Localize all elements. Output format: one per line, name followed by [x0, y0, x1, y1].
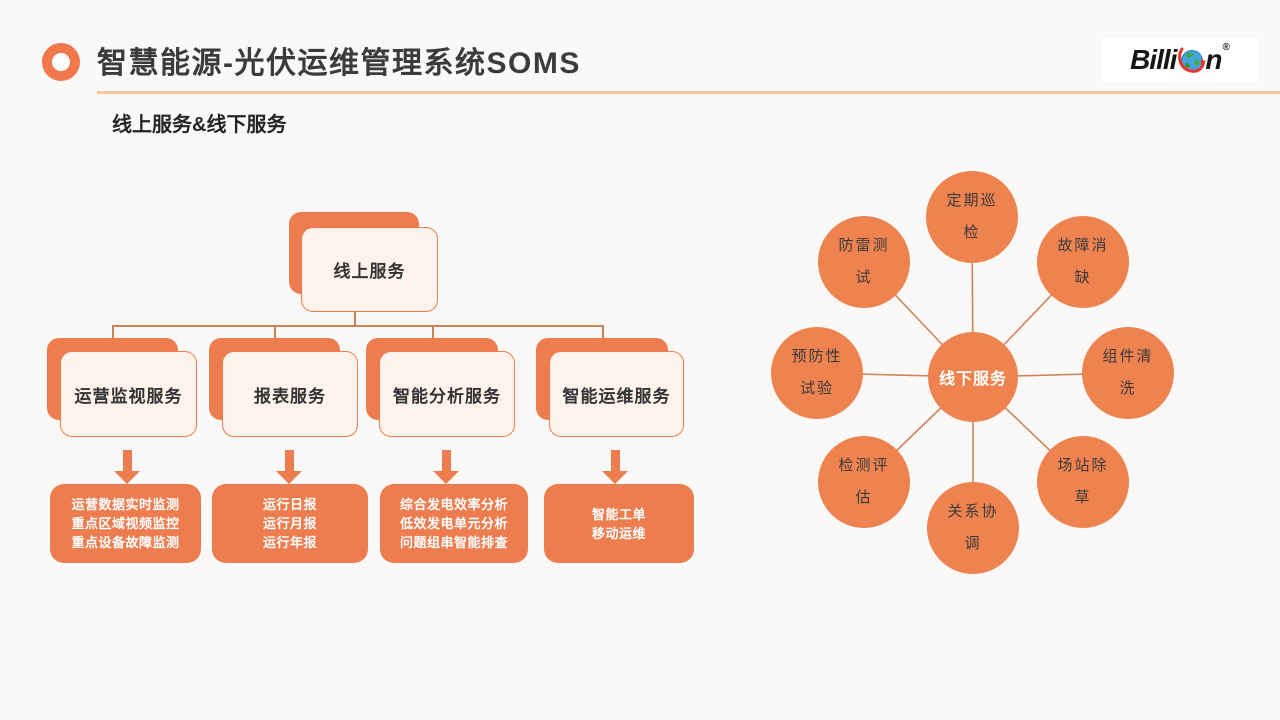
- down-arrow-icon: [433, 450, 459, 484]
- tree-connector-stub-4: [602, 325, 604, 339]
- center-node-offline-services: 线下服务: [928, 332, 1018, 422]
- detail-box-operation-monitoring: 运营数据实时监测 重点区域视频监控 重点设备故障监测: [50, 484, 201, 563]
- satellite-lightning-test: 防雷测 试: [818, 216, 910, 308]
- satellite-site-weeding: 场站除 草: [1037, 436, 1129, 528]
- billion-logo: Billi n ®: [1103, 38, 1257, 82]
- satellite-module-cleaning: 组件清 洗: [1082, 327, 1174, 419]
- detail-text: 运行日报 运行月报 运行年报: [262, 497, 317, 550]
- child-node-label: 报表服务: [254, 386, 326, 406]
- section-subtitle: 线上服务&线下服务: [112, 114, 287, 136]
- child-node-operation-monitoring: 运营监视服务: [60, 351, 197, 437]
- logo-text-left: Billi: [1130, 44, 1177, 75]
- child-node-intelligent-om: 智能运维服务: [549, 351, 684, 437]
- satellite-relationship-coordination: 关系协 调: [927, 482, 1019, 574]
- satellite-periodic-inspection: 定期巡 检: [926, 171, 1018, 263]
- root-node-label: 线上服务: [333, 262, 406, 281]
- satellite-label: 故障消 缺: [1057, 237, 1109, 286]
- child-node-label: 智能分析服务: [393, 386, 501, 406]
- satellite-fault-elimination: 故障消 缺: [1037, 216, 1129, 308]
- child-node-intelligent-analysis: 智能分析服务: [379, 351, 515, 437]
- child-node-label: 运营监视服务: [74, 386, 183, 406]
- child-node-reporting: 报表服务: [222, 351, 358, 437]
- detail-box-intelligent-analysis: 综合发电效率分析 低效发电单元分析 问题组串智能排查: [380, 484, 528, 563]
- detail-text: 运营数据实时监测 重点区域视频监控 重点设备故障监测: [71, 497, 180, 550]
- satellite-label: 防雷测 试: [838, 237, 890, 286]
- center-node-label: 线下服务: [938, 371, 1007, 388]
- satellite-testing-evaluation: 检测评 估: [818, 436, 910, 528]
- satellite-label: 预防性 试验: [791, 348, 843, 397]
- registered-mark: ®: [1222, 42, 1230, 53]
- page-title: 智慧能源-光伏运维管理系统SOMS: [97, 47, 581, 80]
- satellite-preventive-test: 预防性 试验: [771, 327, 863, 419]
- satellite-label: 组件清 洗: [1102, 348, 1154, 397]
- satellite-label: 定期巡 检: [946, 192, 998, 241]
- detail-box-reporting: 运行日报 运行月报 运行年报: [212, 484, 368, 563]
- detail-text: 智能工单 移动运维: [591, 506, 646, 541]
- tree-connector-stub-2: [274, 325, 276, 339]
- root-node-online-services: 线上服务: [301, 227, 438, 312]
- detail-text: 综合发电效率分析 低效发电单元分析 问题组串智能排查: [399, 497, 508, 550]
- tree-connector-stub-1: [112, 325, 114, 339]
- child-node-label: 智能运维服务: [562, 386, 671, 406]
- down-arrow-icon: [114, 450, 140, 484]
- down-arrow-icon: [602, 450, 628, 484]
- tree-connector-stub-3: [432, 325, 434, 339]
- tree-connector-horizontal: [112, 325, 603, 327]
- globe-icon: [1178, 47, 1207, 73]
- detail-box-intelligent-om: 智能工单 移动运维: [544, 484, 694, 563]
- logo-text-right: n: [1205, 44, 1222, 75]
- title-ring-icon: [42, 43, 80, 81]
- satellite-label: 场站除 草: [1057, 457, 1109, 506]
- down-arrow-icon: [276, 450, 302, 484]
- satellite-label: 检测评 估: [838, 457, 890, 506]
- satellite-label: 关系协 调: [947, 503, 999, 552]
- tree-connector-root-vertical: [354, 310, 356, 326]
- title-underline: [97, 91, 1280, 94]
